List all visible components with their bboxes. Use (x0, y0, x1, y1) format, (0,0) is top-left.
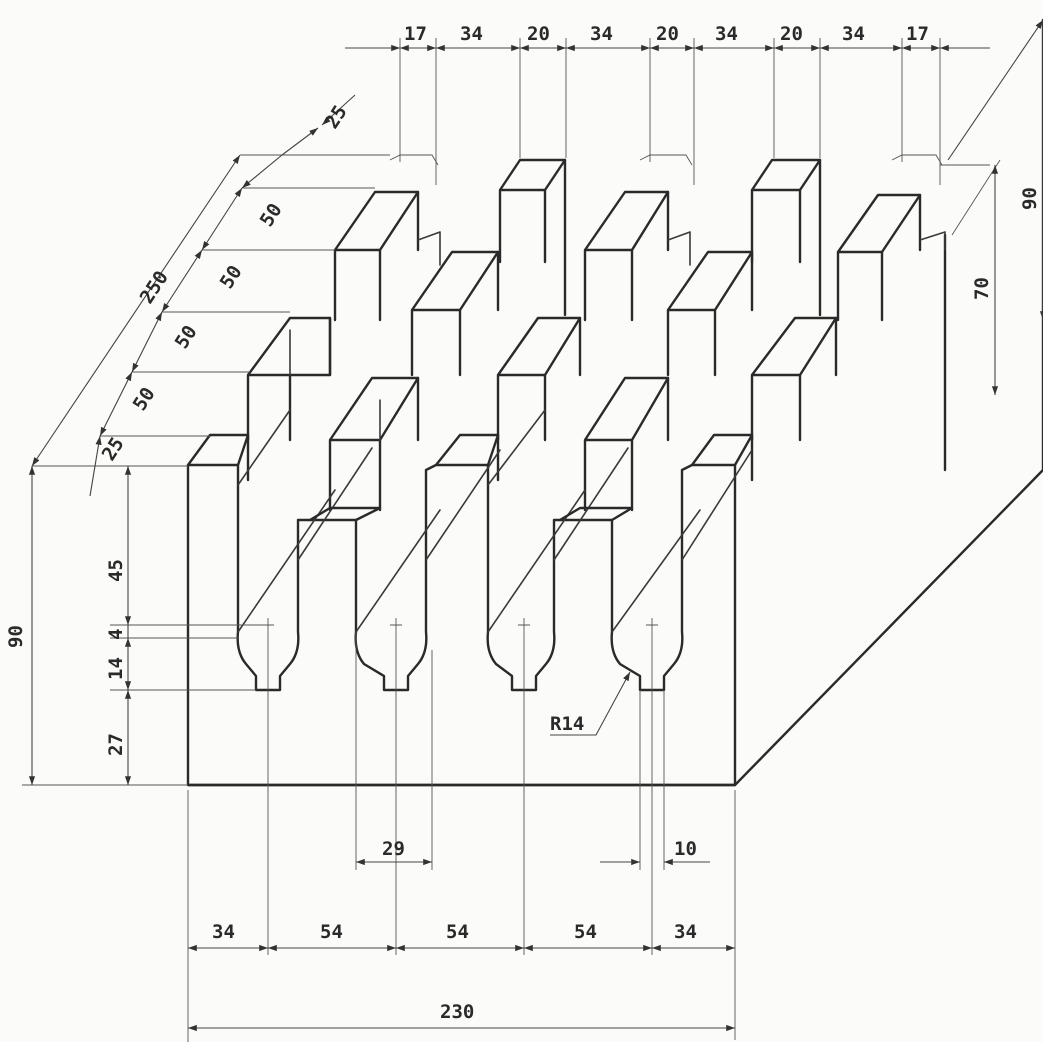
top-dim-3: 20 (527, 23, 550, 45)
depth-dim-1: 25 (98, 434, 129, 465)
bottom-extension-lines (187, 632, 736, 1042)
left-height-4: 4 (105, 629, 127, 640)
top-dim-8: 34 (842, 23, 865, 45)
depth-dim-4: 50 (216, 262, 247, 293)
left-height-45: 45 (105, 559, 127, 582)
right-height-90: 90 (1019, 187, 1041, 210)
bottom-dim-3: 54 (446, 921, 469, 943)
bottom-dim-4: 54 (574, 921, 597, 943)
slot-width-label: 29 (382, 838, 405, 860)
top-dim-5: 20 (656, 23, 679, 45)
top-dim-9: 17 (906, 23, 929, 45)
top-dim-4: 34 (590, 23, 613, 45)
right-height-dimensions: 90 70 (940, 19, 1043, 395)
bottom-dimensions: 34 54 54 54 34 230 (188, 921, 735, 1032)
bottom-dim-2: 54 (320, 921, 343, 943)
radius-label: R14 (550, 713, 584, 735)
center-marks (262, 618, 658, 632)
top-dim-6: 34 (715, 23, 738, 45)
radius-callout: R14 (550, 671, 631, 736)
right-face (733, 158, 1043, 787)
top-dimensions: 17 34 20 34 20 34 20 34 17 (345, 23, 990, 185)
depth-dim-6: 25 (321, 102, 352, 133)
left-height-14: 14 (105, 657, 127, 680)
right-height-70: 70 (971, 277, 993, 300)
neck-width-label: 10 (674, 838, 697, 860)
depth-dim-3: 50 (171, 322, 202, 353)
top-dim-2: 34 (460, 23, 483, 45)
front-face-outline (186, 463, 737, 787)
top-dim-7: 20 (780, 23, 803, 45)
top-dim-1: 17 (404, 23, 427, 45)
overall-width-label: 230 (440, 1001, 474, 1023)
slot-dimensions: 29 10 (356, 838, 710, 866)
block-body (186, 18, 1043, 787)
bottom-dim-5: 34 (674, 921, 697, 943)
depth-dim-5: 50 (256, 200, 287, 231)
left-height-90: 90 (5, 625, 27, 648)
depth-dim-2: 50 (129, 384, 160, 415)
left-height-dimensions: 90 45 4 14 27 (5, 466, 262, 786)
bottom-dim-1: 34 (212, 921, 235, 943)
left-height-27: 27 (105, 733, 127, 756)
